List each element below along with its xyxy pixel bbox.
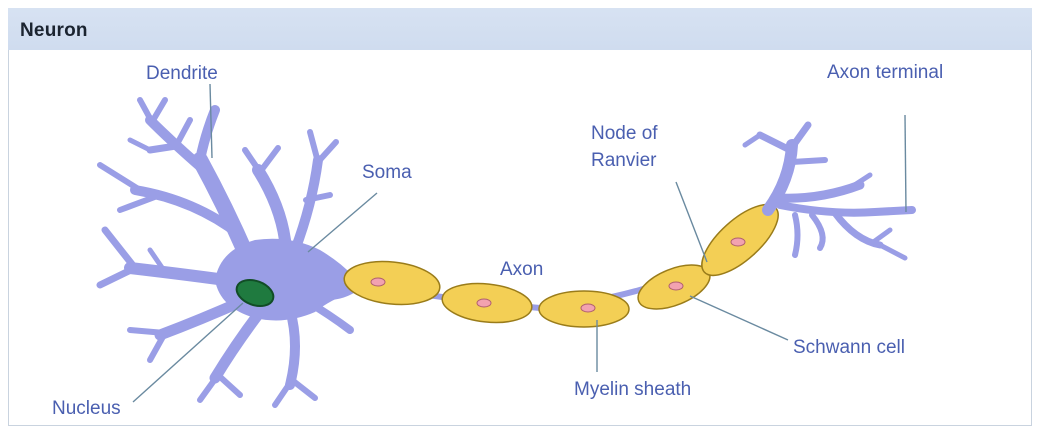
label-axon: Axon xyxy=(500,259,543,280)
label-myelin-sheath: Myelin sheath xyxy=(574,379,691,400)
label-node-of-ranvier-line1: Node of xyxy=(591,123,658,144)
schwann-cell-2 xyxy=(440,279,533,326)
neuron-cell-body xyxy=(100,100,352,405)
label-dendrite: Dendrite xyxy=(146,63,218,84)
axon-terminal-branches xyxy=(745,125,912,258)
label-axon-terminal: Axon terminal xyxy=(827,62,943,83)
label-schwann-cell: Schwann cell xyxy=(793,337,905,358)
label-soma: Soma xyxy=(362,162,412,183)
myelin-segments xyxy=(342,193,789,327)
schwann-cell-1 xyxy=(342,257,442,309)
schwann-cell-3 xyxy=(539,291,629,327)
label-nucleus: Nucleus xyxy=(52,398,121,419)
label-node-of-ranvier-line2: Ranvier xyxy=(591,150,657,171)
